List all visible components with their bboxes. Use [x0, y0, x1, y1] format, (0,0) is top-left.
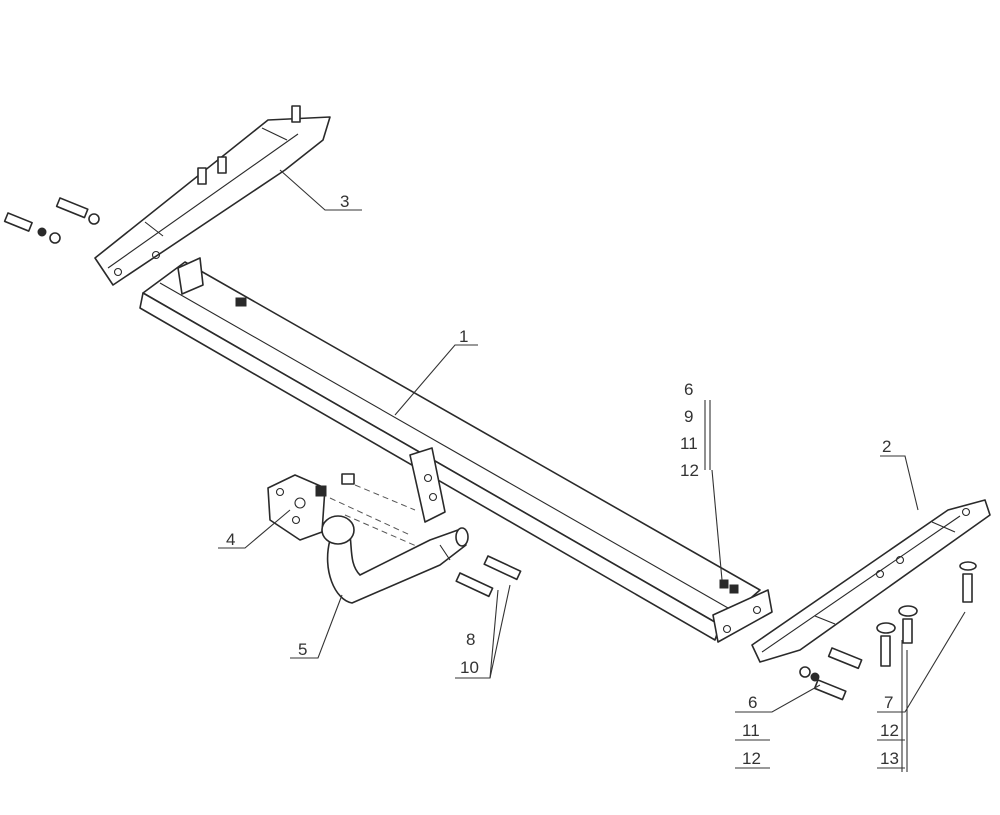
callout-part-6-upper: 6	[684, 380, 693, 399]
bolt-set-bracket-3	[3, 197, 100, 244]
tow-ball-part-5	[321, 515, 469, 604]
callout-part-5: 5	[298, 640, 307, 659]
socket-plate-part-4	[267, 473, 355, 541]
callout-part-6-lower: 6	[748, 693, 757, 712]
callout-part-12-lower: 12	[742, 749, 761, 768]
callout-part-10: 10	[460, 658, 479, 677]
leader-lines	[218, 169, 966, 772]
callout-part-12-right: 12	[880, 721, 899, 740]
callout-part-1: 1	[459, 327, 468, 346]
callout-part-9: 9	[684, 407, 693, 426]
left-bracket-part-3	[94, 105, 331, 286]
callout-part-7: 7	[884, 693, 893, 712]
callout-part-2: 2	[882, 437, 891, 456]
bolt-set-tow-ball	[455, 555, 522, 598]
part-callouts: 3 1 2 4 5 6 9 11 12 8 10 6 11 12 7 12 13	[226, 192, 899, 768]
bolt-set-bracket-2	[799, 561, 977, 701]
callout-part-8: 8	[466, 630, 475, 649]
callout-part-11-upper: 11	[680, 434, 698, 453]
callout-part-11-lower: 11	[742, 721, 760, 740]
callout-part-12-upper: 12	[680, 461, 699, 480]
callout-part-4: 4	[226, 530, 235, 549]
right-bracket-part-2	[751, 499, 991, 663]
main-crossbar-part-1	[139, 257, 773, 643]
callout-part-13: 13	[880, 749, 899, 768]
callout-part-3: 3	[340, 192, 349, 211]
assembly-guide-lines	[329, 484, 431, 553]
